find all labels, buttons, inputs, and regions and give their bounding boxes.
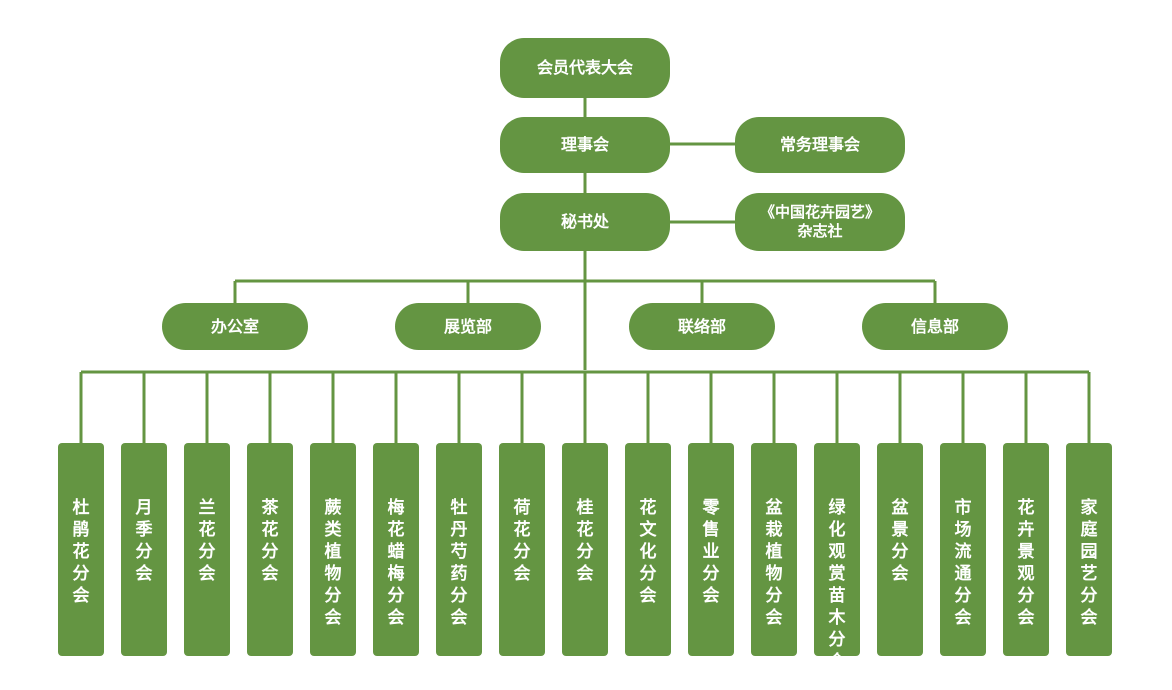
- department-label: 信息部: [910, 316, 959, 336]
- branch-label: 市场流通分会: [954, 498, 972, 628]
- branch-node: 市场流通分会: [940, 443, 986, 656]
- branch-label: 茶花分会: [261, 498, 279, 584]
- branch-label: 月季分会: [135, 498, 153, 584]
- node-department-office: 办公室: [162, 303, 308, 350]
- node-standing-council: 常务理事会: [735, 117, 905, 173]
- branch-node: 杜鹃花分会: [58, 443, 104, 656]
- branch-node: 盆栽植物分会: [751, 443, 797, 656]
- branch-label: 杜鹃花分会: [72, 498, 90, 606]
- branch-label: 绿化观赏苗木分会: [828, 498, 846, 672]
- node-council: 理事会: [500, 117, 670, 173]
- node-assembly: 会员代表大会: [500, 38, 670, 98]
- branch-label: 荷花分会: [513, 498, 531, 584]
- branch-node: 茶花分会: [247, 443, 293, 656]
- node-secretariat: 秘书处: [500, 193, 670, 251]
- department-label: 展览部: [443, 316, 492, 336]
- node-assembly-label: 会员代表大会: [536, 58, 633, 77]
- branch-node: 蕨类植物分会: [310, 443, 356, 656]
- branch-label: 桂花分会: [576, 498, 594, 584]
- node-magazine: 《中国花卉园艺》 杂志社: [735, 193, 905, 251]
- branch-label: 花卉景观分会: [1017, 498, 1035, 628]
- department-label: 联络部: [677, 316, 726, 336]
- node-department-exhibition: 展览部: [395, 303, 541, 350]
- branch-label: 零售业分会: [702, 498, 720, 606]
- node-department-liaison: 联络部: [629, 303, 775, 350]
- branch-label: 蕨类植物分会: [324, 498, 342, 628]
- branch-node: 盆景分会: [877, 443, 923, 656]
- branch-node: 家庭园艺分会: [1066, 443, 1112, 656]
- branch-label: 兰花分会: [198, 498, 216, 584]
- branch-label: 梅花蜡梅分会: [387, 498, 405, 628]
- node-department-information: 信息部: [862, 303, 1008, 350]
- node-standing-council-label: 常务理事会: [779, 135, 860, 154]
- node-magazine-label: 《中国花卉园艺》 杂志社: [759, 203, 880, 240]
- branch-label: 花文化分会: [639, 498, 657, 606]
- branch-node: 牡丹芍药分会: [436, 443, 482, 656]
- branch-node: 桂花分会: [562, 443, 608, 656]
- branch-node: 梅花蜡梅分会: [373, 443, 419, 656]
- branch-node: 花文化分会: [625, 443, 671, 656]
- node-secretariat-label: 秘书处: [560, 212, 609, 231]
- branch-node: 花卉景观分会: [1003, 443, 1049, 656]
- branch-label: 盆栽植物分会: [765, 498, 783, 628]
- branch-node: 零售业分会: [688, 443, 734, 656]
- branch-label: 牡丹芍药分会: [450, 498, 468, 628]
- node-council-label: 理事会: [560, 135, 609, 154]
- branch-node: 兰花分会: [184, 443, 230, 656]
- branch-label: 盆景分会: [891, 498, 909, 584]
- branch-node: 月季分会: [121, 443, 167, 656]
- department-label: 办公室: [210, 316, 259, 336]
- branch-node: 绿化观赏苗木分会: [814, 443, 860, 672]
- branch-label: 家庭园艺分会: [1080, 498, 1098, 628]
- branch-node: 荷花分会: [499, 443, 545, 656]
